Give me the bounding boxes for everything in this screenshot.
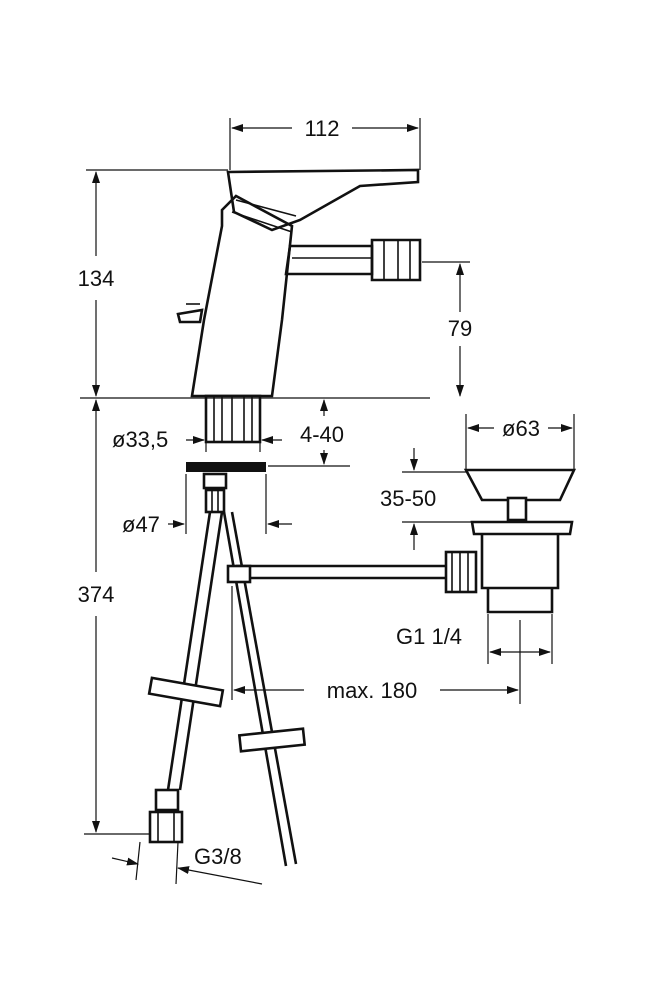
- dimension-labels: 112 134 79 ø33,5 4-40 ø63 35-50 ø47 374 …: [78, 116, 540, 869]
- dim-stem-diameter: ø33,5: [112, 427, 168, 452]
- dim-spout-79: 79: [448, 316, 472, 341]
- supply-hoses: [147, 511, 450, 867]
- dim-waste-thread: G1 1/4: [396, 624, 462, 649]
- mixer-body: [176, 168, 422, 398]
- waste-assembly: [444, 468, 577, 614]
- dim-hose-thread: G3/8: [194, 844, 242, 869]
- dim-base-diameter: ø47: [122, 512, 160, 537]
- dim-deck-thickness: 4-40: [300, 422, 344, 447]
- dim-waste-diameter: ø63: [502, 416, 540, 441]
- dimension-lines: [80, 118, 575, 885]
- dim-overall-374: 374: [78, 582, 115, 607]
- dim-max-reach: max. 180: [327, 678, 418, 703]
- mounting-assembly: [186, 394, 266, 514]
- dim-waste-height: 35-50: [380, 486, 436, 511]
- dim-height-134: 134: [78, 266, 115, 291]
- dim-width-112: 112: [304, 116, 339, 141]
